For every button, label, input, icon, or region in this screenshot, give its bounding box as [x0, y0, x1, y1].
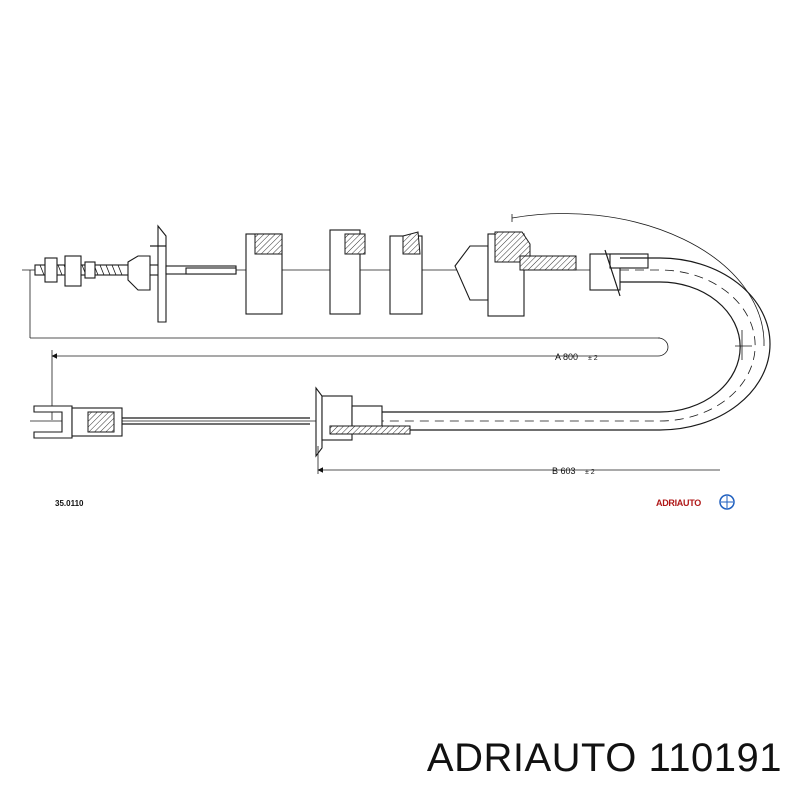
coupling-cone: [454, 245, 489, 301]
dimension-b: B 603 ± 2: [317, 446, 720, 476]
bushing-cone: [127, 255, 151, 291]
dimension-a-tolerance: ± 2: [588, 355, 598, 362]
dimension-b-tolerance: ± 2: [585, 469, 595, 476]
dimension-a: A 800 ± 2: [29, 213, 765, 420]
adjuster-nut: [64, 255, 82, 287]
upper-cable-end: [22, 224, 649, 323]
lower-cable-end: [30, 386, 411, 458]
caption-brand: ADRIAUTO: [426, 736, 637, 780]
sleeve: [185, 267, 237, 275]
dimension-a-label: A 800: [555, 352, 578, 362]
adriauto-logo: ADRIAUTO: [656, 494, 735, 510]
reference-code: 35.0110: [55, 499, 84, 508]
cable-loop: [330, 257, 771, 431]
lock-nut: [44, 257, 58, 283]
dimension-b-label: B 603: [552, 466, 576, 476]
mounting-plate: [157, 224, 167, 323]
clevis-fork: [33, 405, 73, 439]
caption-part-number: 110191: [648, 736, 782, 780]
product-caption: ADRIAUTO 110191: [427, 736, 782, 781]
svg-text:ADRIAUTO: ADRIAUTO: [656, 498, 701, 508]
ferrule-flange: [315, 386, 323, 458]
